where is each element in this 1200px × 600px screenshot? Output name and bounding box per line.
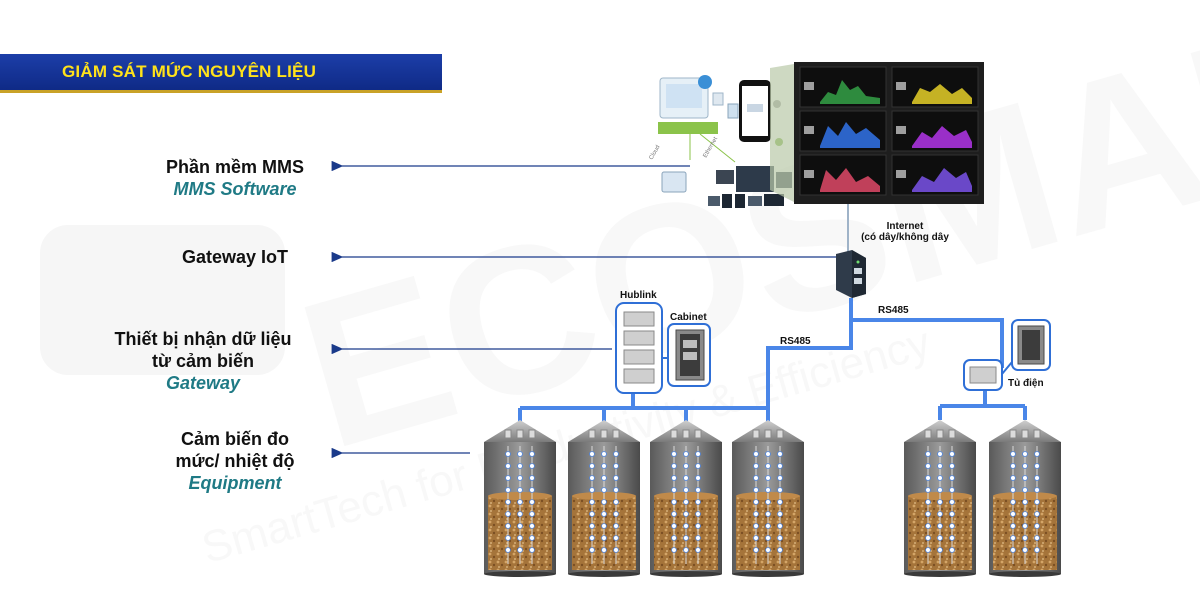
legend-gateway-iot-vi: Gateway IoT [181,247,289,267]
legend-software-en: MMS Software [173,179,297,199]
title-bar: GIẢM SÁT MỨC NGUYÊN LIỆU [0,54,442,93]
dashboard-panel [770,62,984,204]
silo [650,420,722,577]
silo-group [484,420,1061,577]
dashboard-tile-blue [799,110,887,152]
legend-sensor: Cảm biến đo mức/ nhiệt độ Equipment [140,428,330,494]
gateway-iot-device [836,250,866,298]
rs485-left-label: RS485 [780,336,811,347]
internet-label-line2: (có dây/không dây [861,232,949,243]
legend-receiver: Thiết bị nhận dữ liệu từ cảm biến Gatewa… [78,328,328,394]
legend-receiver-en: Gateway [165,373,241,393]
hublink-label: Hublink [620,290,657,301]
hublink-group [615,302,668,394]
dashboard-tile-green [799,66,887,108]
legend-sensor-vi-line2: mức/ nhiệt độ [175,451,295,471]
dashboard-tile-violet [891,154,979,196]
internet-label: Internet (có dây/không dây [850,221,960,243]
silo [904,420,976,577]
dashboard-tile-yellow [891,66,979,108]
page-title: GIẢM SÁT MỨC NGUYÊN LIỆU [62,62,317,81]
legend-receiver-vi-line2: từ cảm biến [151,351,255,371]
silo [732,420,804,577]
rs485-right-label: RS485 [878,305,909,316]
svg-text:Cloud: Cloud [649,144,662,161]
cabinet-group [667,323,711,387]
silo [568,420,640,577]
legend-sensor-en: Equipment [188,473,282,493]
legend-sensor-vi-line1: Cảm biến đo [180,429,289,449]
legend-software: Phần mềm MMS MMS Software [140,156,330,200]
tu-dien-group [963,319,1051,391]
silo [484,420,556,577]
legend-gateway-iot: Gateway IoT [150,246,320,268]
rs485-bus [518,298,1027,422]
internet-label-line1: Internet [886,221,924,232]
cabinet-label: Cabinet [670,312,707,323]
legend-receiver-vi-line1: Thiết bị nhận dữ liệu [114,329,292,349]
dashboard-tile-purple [891,110,979,152]
legend-software-vi: Phần mềm MMS [165,157,305,177]
dashboard-tile-pink [799,154,887,196]
tu-dien-label: Tủ điện [1008,378,1044,389]
silo [989,420,1061,577]
